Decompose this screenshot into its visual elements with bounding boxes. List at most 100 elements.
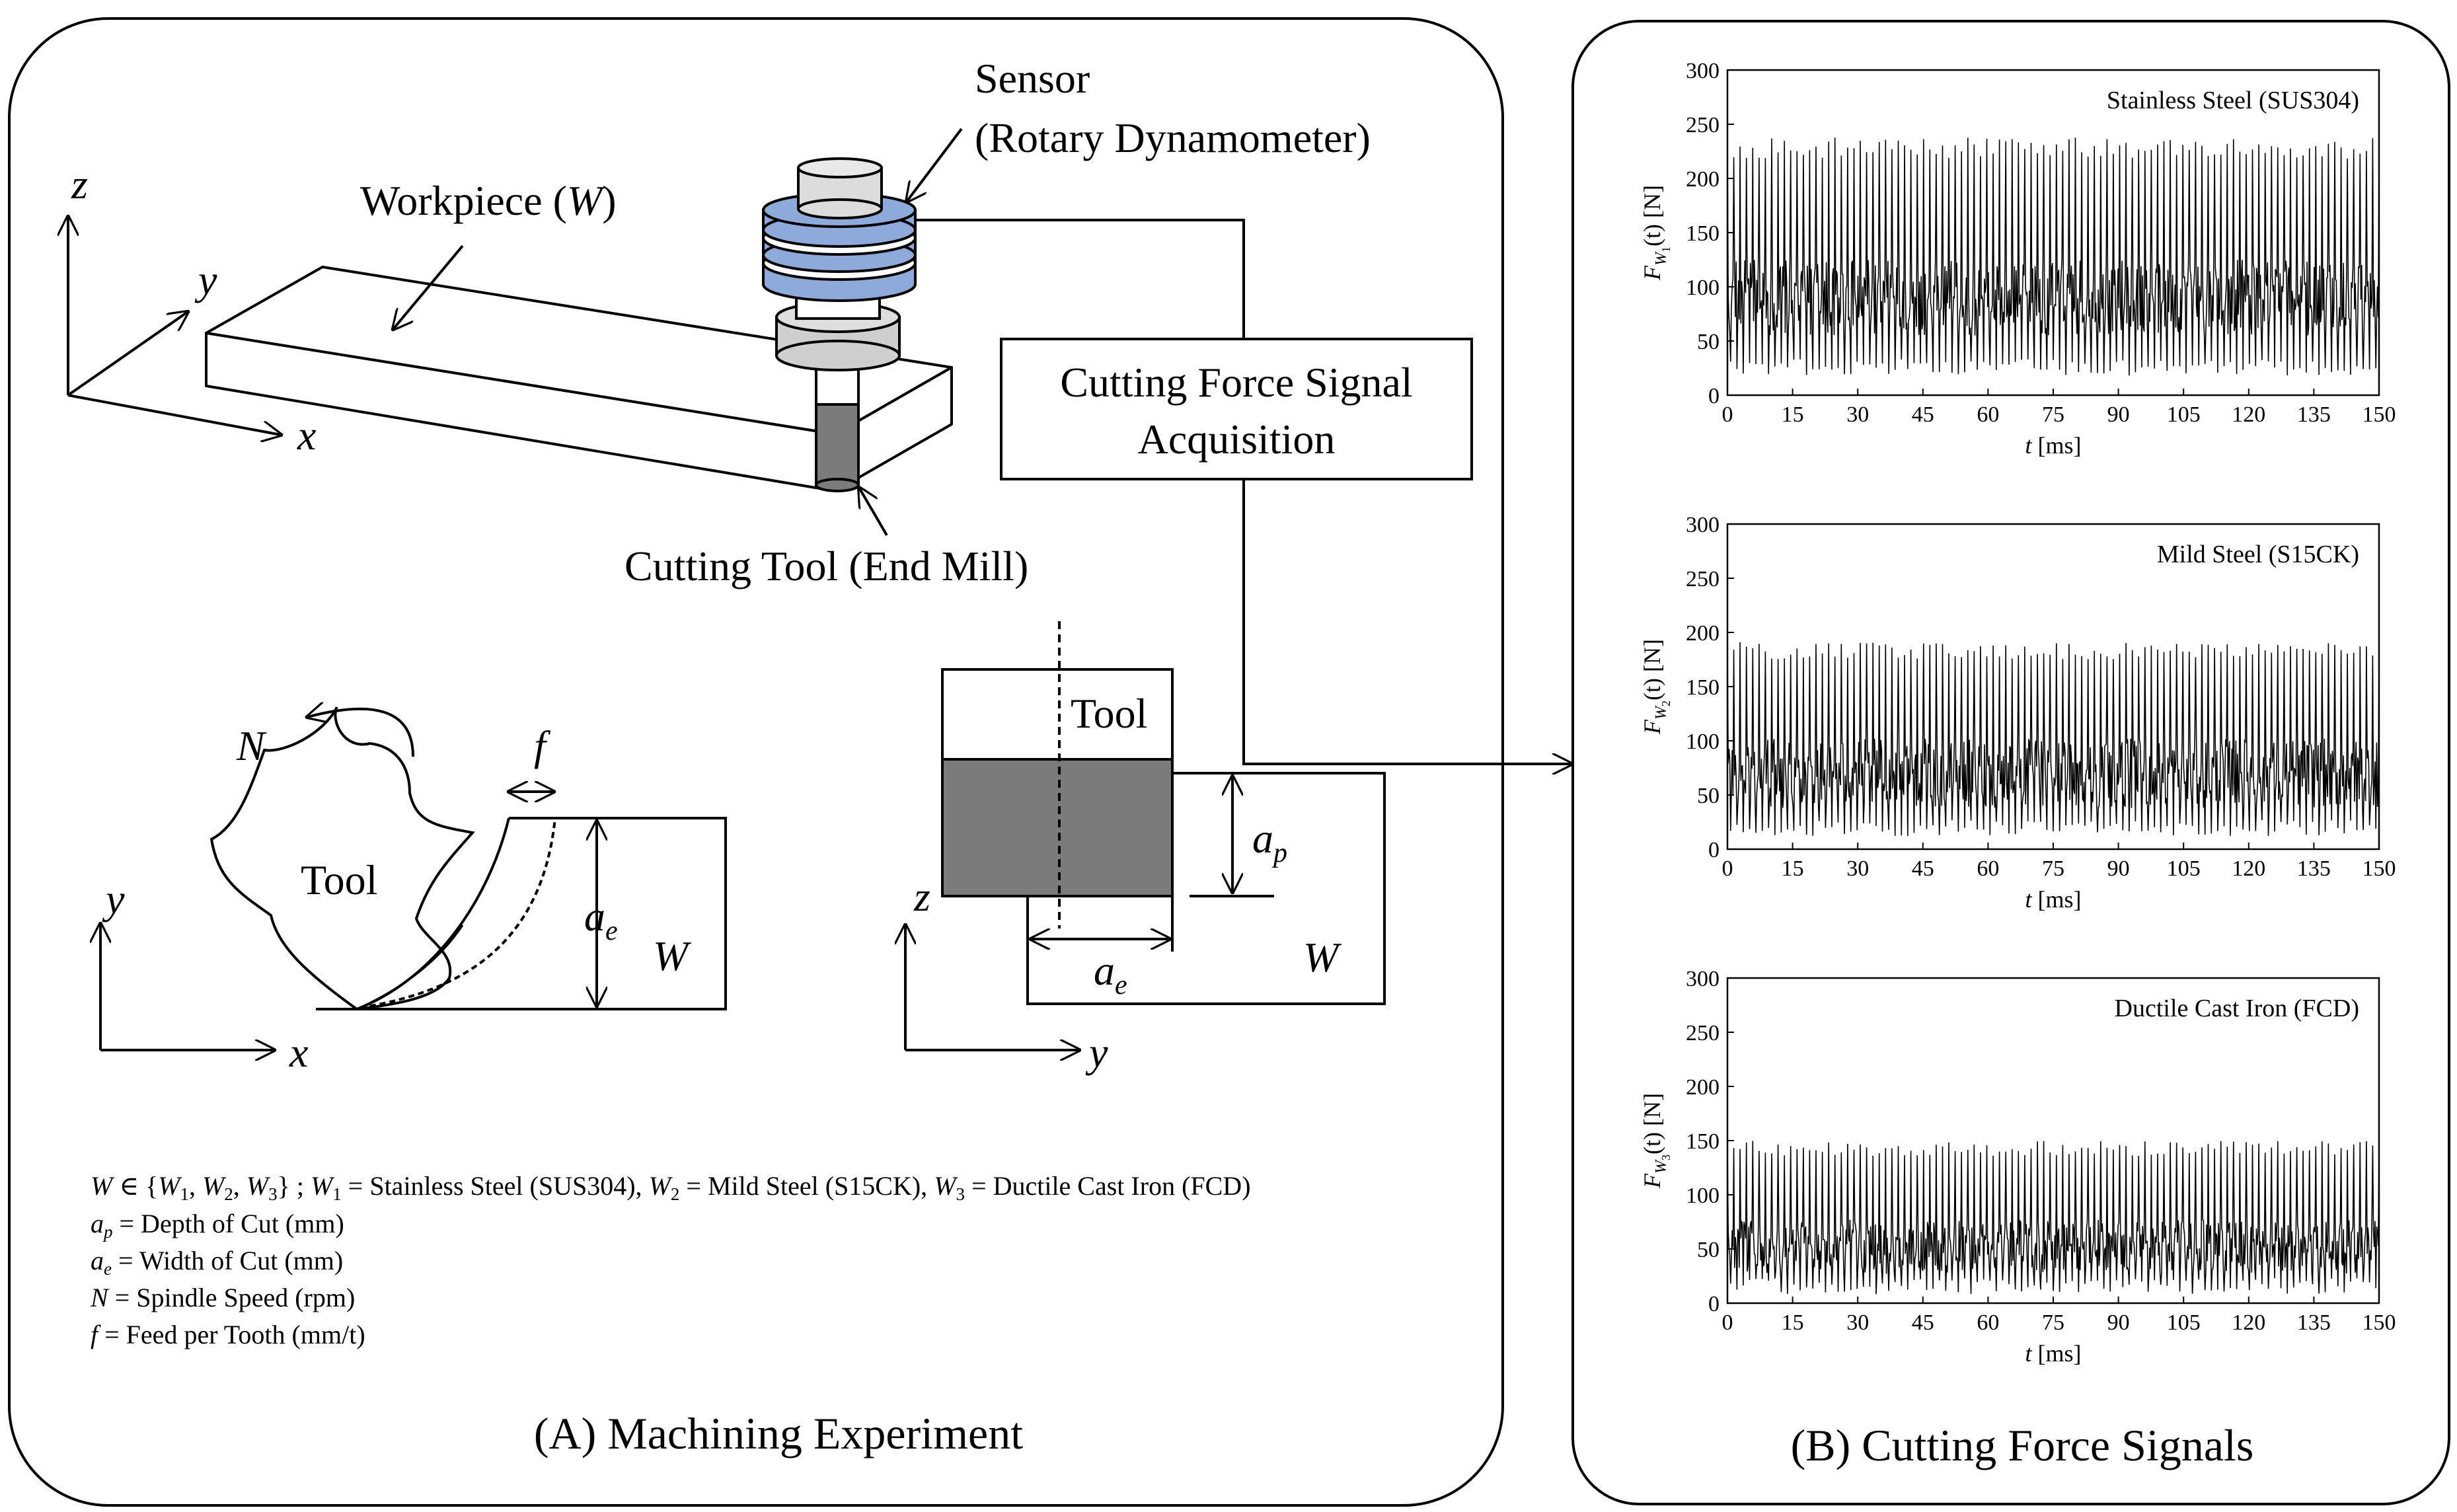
x-tick-label: 105 [2167,1310,2201,1335]
x-tick-label: 135 [2297,1310,2331,1335]
top-view-tool-label: Tool [301,856,377,903]
sensor-label-line1: Sensor [975,55,1090,102]
x-axis-label: t [ms] [2025,1340,2081,1367]
side-view-z-axis: z [913,873,930,920]
signal-series-3 [1727,1141,2380,1295]
top-view-tool-profile [209,706,475,1011]
acquisition-box [1000,338,1473,480]
workpiece-pointer [393,245,464,329]
x-tick-label: 60 [1977,402,1999,427]
x-tick-label: 150 [2362,1310,2396,1335]
panel-a-caption: (A) Machining Experiment [534,1408,1023,1458]
y-axis-label: FW2(t) [N] [1639,639,1673,735]
tool-pointer [859,488,888,537]
y-tick-label: 0 [1708,1292,1720,1316]
y-tick-label: 200 [1686,1075,1720,1100]
y-tick-label: 300 [1686,967,1720,991]
x-tick-label: 120 [2232,402,2265,427]
y-tick-label: 150 [1686,675,1720,700]
legend-line-ap: ap = Depth of Cut (mm) [91,1209,344,1242]
axis-z-label: z [71,161,88,208]
y-tick-label: 50 [1697,784,1720,808]
top-view-diagram: y x Tool N f ae W [100,706,727,1076]
x-tick-label: 30 [1846,402,1869,427]
x-tick-label: 15 [1782,402,1804,427]
x-tick-label: 0 [1722,856,1733,881]
sensor-pointer [907,128,963,202]
y-tick-label: 300 [1686,59,1720,83]
y-tick-label: 150 [1686,221,1720,246]
x-tick-label: 45 [1912,856,1934,881]
signal-series-2 [1727,642,2380,836]
chart-title-bg [2035,989,2369,1026]
panel-b-frame [1571,20,2450,1505]
top-view-x-axis: x [289,1029,308,1076]
side-view-tool-label: Tool [1071,690,1147,737]
y-axis-label: FW1(t) [N] [1639,185,1673,281]
axis-x-label: x [297,412,316,459]
chart-title-bg [2035,81,2369,118]
end-mill-tool [815,403,860,486]
chart-title: Ductile Cast Iron (FCD) [2115,995,2359,1022]
y-tick-label: 250 [1686,567,1720,591]
legend-line-workpieces: W ∈ {W1, W2, W3} ; W1 = Stainless Steel … [91,1171,1251,1204]
x-tick-label: 135 [2297,402,2331,427]
x-tick-label: 15 [1782,1310,1804,1335]
top-view-ae-label: ae [584,893,618,946]
legend-line-n: N = Spindle Speed (rpm) [90,1283,355,1312]
side-view-w-label: W [1303,934,1342,981]
x-tick-label: 15 [1782,856,1804,881]
top-view-workpiece [316,817,727,1010]
y-tick-label: 300 [1686,513,1720,537]
x-tick-label: 150 [2362,402,2396,427]
x-tick-label: 45 [1912,402,1934,427]
side-view-y-axis: y [1085,1029,1108,1076]
x-tick-label: 150 [2362,856,2396,881]
top-view-w-label: W [653,932,692,979]
legend-line-ae: ae = Width of Cut (mm) [91,1246,343,1279]
top-view-y-axis: y [102,876,125,923]
feed-symbol: f [534,722,551,769]
y-tick-label: 50 [1697,330,1720,354]
x-tick-label: 75 [2042,856,2064,881]
y-tick-label: 100 [1686,730,1720,754]
spindle-speed-symbol: N [236,722,267,769]
x-tick-label: 90 [2107,856,2130,881]
x-axis-label: t [ms] [2025,432,2081,459]
chart-title: Stainless Steel (SUS304) [2107,87,2359,114]
x-axis-label: t [ms] [2025,886,2081,913]
rotation-arrow [307,709,414,757]
legend-line-f: f = Feed per Tooth (mm/t) [91,1320,365,1349]
signal-to-panel-b [1242,479,1571,764]
axes-3d [68,217,281,435]
y-tick-label: 100 [1686,1184,1720,1208]
x-tick-label: 30 [1846,856,1869,881]
side-view-workpiece [1026,772,1386,1005]
side-view-tool-engaged [941,758,1174,897]
cutting-tool-label: Cutting Tool (End Mill) [624,543,1028,589]
axis-y-label: y [194,256,217,303]
y-tick-label: 0 [1708,838,1720,862]
y-tick-label: 200 [1686,621,1720,646]
y-axis-label: FW3(t) [N] [1639,1093,1673,1189]
chart-title-bg [2035,535,2369,572]
workpiece-label: Workpiece (W) [360,177,617,224]
side-view-tool-upper [941,668,1174,765]
acquisition-line2: Acquisition [1138,416,1336,463]
x-tick-label: 0 [1722,1310,1733,1335]
x-tick-label: 105 [2167,856,2201,881]
sensor-label-line2: (Rotary Dynamometer) [975,114,1371,161]
acquisition-line1: Cutting Force Signal [1060,359,1412,406]
sensor-rotary-dynamometer [762,157,917,492]
x-tick-label: 105 [2167,402,2201,427]
notation-legend: W ∈ {W1, W2, W3} ; W1 = Stainless Steel … [90,1171,1251,1349]
signal-series-1 [1727,137,2380,376]
signal-wire [915,219,1245,339]
x-tick-label: 75 [2042,402,2064,427]
feed-dashed-path [359,817,556,1009]
side-view-diagram: Tool ap ae W z y [905,621,1386,1076]
y-tick-label: 200 [1686,167,1720,192]
